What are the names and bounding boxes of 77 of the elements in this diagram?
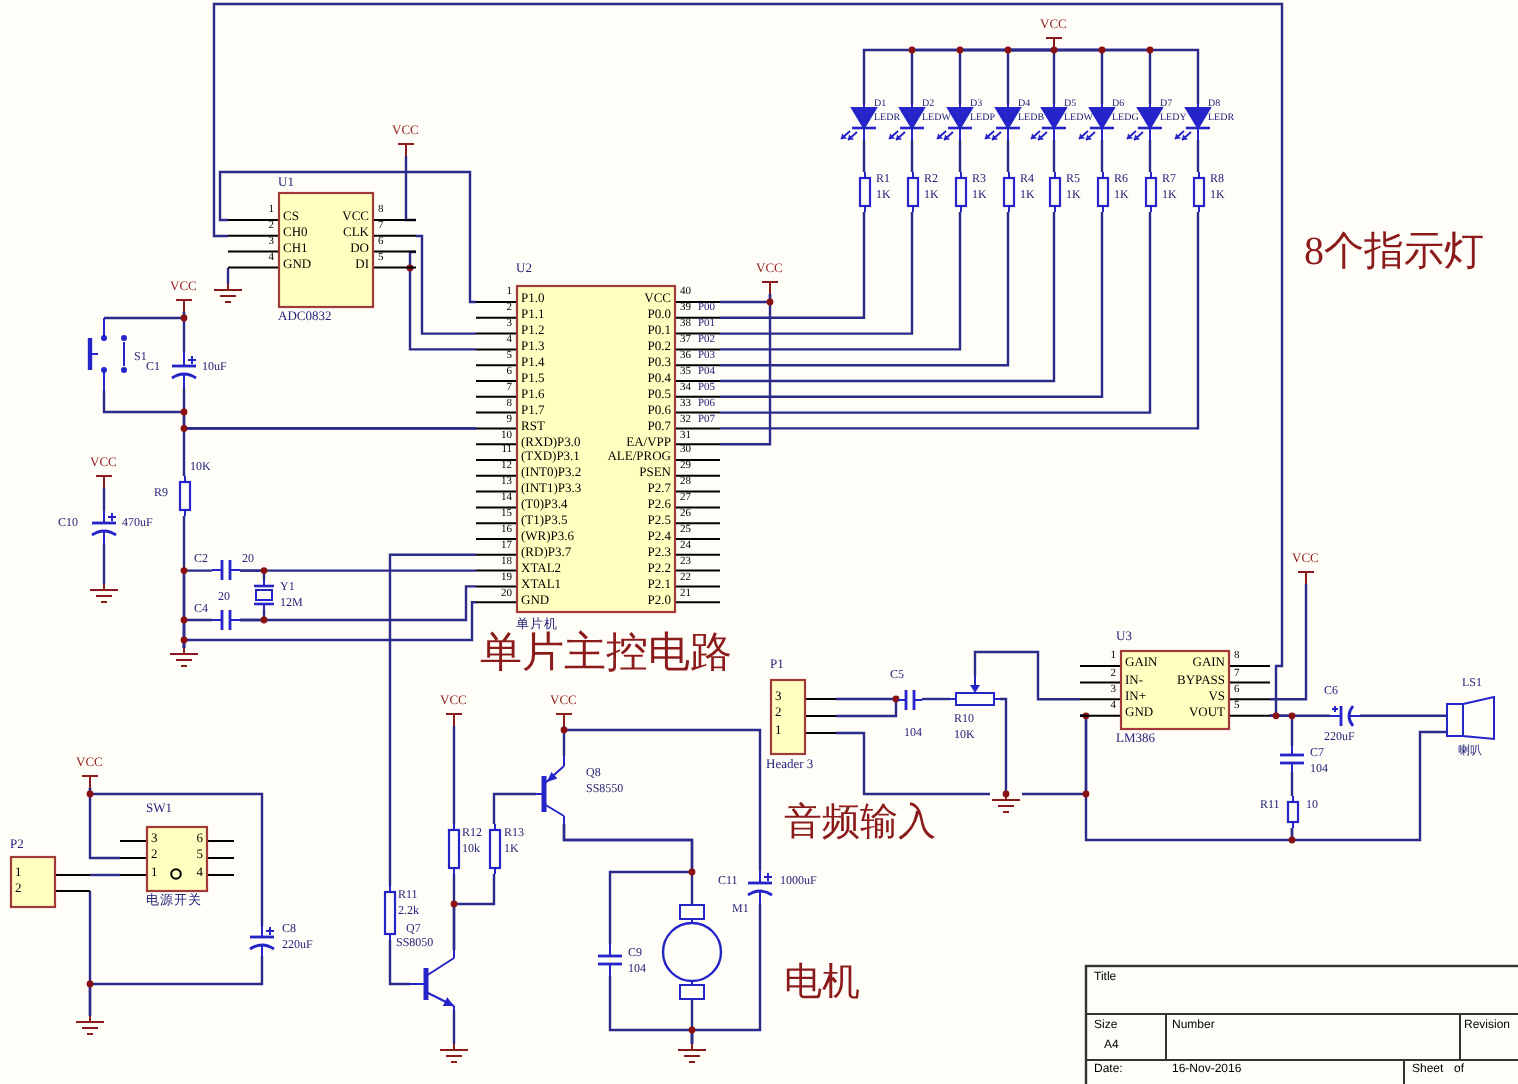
power-symbol — [548, 698, 580, 726]
wire — [388, 553, 476, 886]
ground-symbol — [676, 1044, 708, 1064]
wire — [1054, 48, 1200, 104]
power-symbol — [1290, 556, 1322, 584]
wire — [388, 940, 410, 986]
wire — [958, 140, 962, 172]
wire — [182, 312, 186, 352]
wire — [910, 140, 914, 172]
wire — [720, 212, 914, 335]
wire — [720, 212, 962, 351]
wire — [1270, 584, 1308, 701]
wire — [720, 212, 1200, 430]
ground-symbol — [88, 584, 120, 604]
wire — [1052, 48, 1056, 104]
wire — [88, 788, 264, 926]
wire — [720, 212, 866, 319]
wire — [1006, 48, 1054, 104]
wire — [1270, 714, 1294, 746]
wire — [1080, 714, 1294, 842]
wire — [182, 601, 476, 648]
wire — [720, 294, 772, 446]
power-symbol — [168, 284, 200, 312]
wire — [836, 697, 898, 701]
wire — [104, 312, 186, 320]
wire — [720, 212, 1056, 383]
power-symbol — [1038, 22, 1070, 50]
ground-symbol — [168, 648, 200, 668]
wire — [102, 488, 106, 510]
power-symbol — [88, 460, 120, 488]
wire — [452, 726, 456, 824]
wire — [240, 585, 476, 622]
wire — [973, 650, 1080, 701]
power-symbol — [390, 128, 422, 156]
wire — [1196, 140, 1200, 172]
wire — [562, 824, 694, 944]
wire — [1006, 140, 1010, 172]
wire — [562, 726, 762, 870]
wire — [1000, 697, 1008, 794]
wire — [1290, 730, 1446, 842]
section-title: 电机 — [784, 964, 860, 1002]
power-symbol — [74, 760, 106, 788]
wire — [408, 250, 476, 351]
wire — [492, 792, 536, 824]
wire — [218, 170, 476, 304]
wire — [212, 2, 1284, 717]
ground-symbol — [438, 1044, 470, 1064]
section-title: 单片主控电路 — [480, 632, 732, 674]
wire — [836, 697, 899, 718]
wire — [452, 1010, 456, 1044]
wire — [720, 212, 1104, 398]
section-title: 音频输入 — [784, 804, 936, 842]
wire — [1290, 772, 1294, 796]
wire — [1100, 140, 1104, 172]
ground-symbol — [74, 1016, 106, 1036]
wire — [922, 697, 950, 701]
wire — [1148, 140, 1152, 172]
wire — [88, 956, 264, 1016]
wire — [690, 904, 762, 1044]
power-symbol — [754, 266, 786, 294]
wire — [862, 140, 866, 172]
wire — [452, 874, 496, 950]
wire — [1360, 714, 1446, 717]
wire — [90, 873, 120, 877]
wire — [102, 544, 106, 584]
power-symbol — [438, 698, 470, 726]
section-title: 8个指示灯 — [1304, 232, 1484, 272]
ground-symbol — [212, 284, 244, 304]
wire — [720, 212, 1152, 414]
wire — [720, 212, 1010, 367]
wire — [416, 234, 476, 335]
wire — [836, 731, 990, 796]
ground-symbol — [990, 794, 1022, 814]
wire — [240, 569, 266, 580]
wire — [182, 427, 476, 476]
wire — [1052, 140, 1056, 172]
wire — [226, 268, 230, 284]
